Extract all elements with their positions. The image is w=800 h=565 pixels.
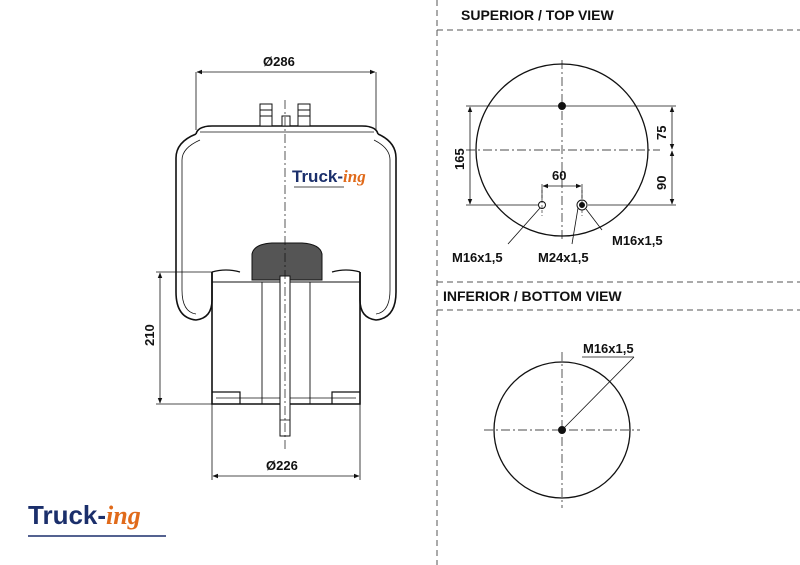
bottom-view-title: INFERIOR / BOTTOM VIEW: [443, 288, 622, 304]
body-brand-b: ing: [343, 167, 366, 186]
top-view-title: SUPERIOR / TOP VIEW: [461, 7, 615, 23]
stud-left: [259, 103, 273, 127]
dim-165-label: 165: [452, 148, 467, 170]
bellows-inner: [181, 139, 391, 315]
thread-center-label: M24x1,5: [538, 250, 589, 265]
thread-left-label: M16x1,5: [452, 250, 503, 265]
dim-75-label: 75: [654, 126, 669, 140]
brand-logo-b: ing: [106, 501, 141, 530]
stud-center: [281, 115, 291, 127]
body-brand-a: Truck-: [292, 167, 343, 186]
bellows-roll-top: [211, 269, 361, 273]
bottom-view-outline: [493, 361, 631, 499]
brand-logo-text: Truck-ing: [28, 500, 141, 530]
brand-logo-a: Truck-: [28, 500, 106, 530]
top-diameter-label: Ø286: [263, 54, 295, 69]
leader-left-thread: [507, 207, 541, 245]
bottom-diameter-label: Ø226: [266, 458, 298, 473]
rubber-bumper: [251, 242, 323, 281]
brand-logo: Truck-ing: [28, 500, 166, 537]
bottom-view: [484, 352, 640, 508]
piston-base: [212, 391, 360, 404]
bottom-thread-label: M16x1,5: [583, 341, 634, 356]
side-view: [156, 69, 397, 480]
bellows-outline: [175, 133, 397, 321]
leader-center-thread: [571, 207, 579, 245]
dim-90-label: 90: [654, 176, 669, 190]
leader-bottom-thread: [563, 356, 635, 429]
body-brand-mark: Truck-ing: [292, 167, 366, 186]
stud-right: [297, 103, 311, 127]
dim-60-label: 60: [552, 168, 566, 183]
thread-right-label: M16x1,5: [612, 233, 663, 248]
top-plate: [195, 125, 379, 135]
height-label: 210: [142, 324, 157, 346]
top-studs: [259, 103, 311, 127]
leader-right-thread: [585, 208, 603, 231]
top-view: [466, 60, 676, 245]
bottom-hole: [558, 426, 566, 434]
